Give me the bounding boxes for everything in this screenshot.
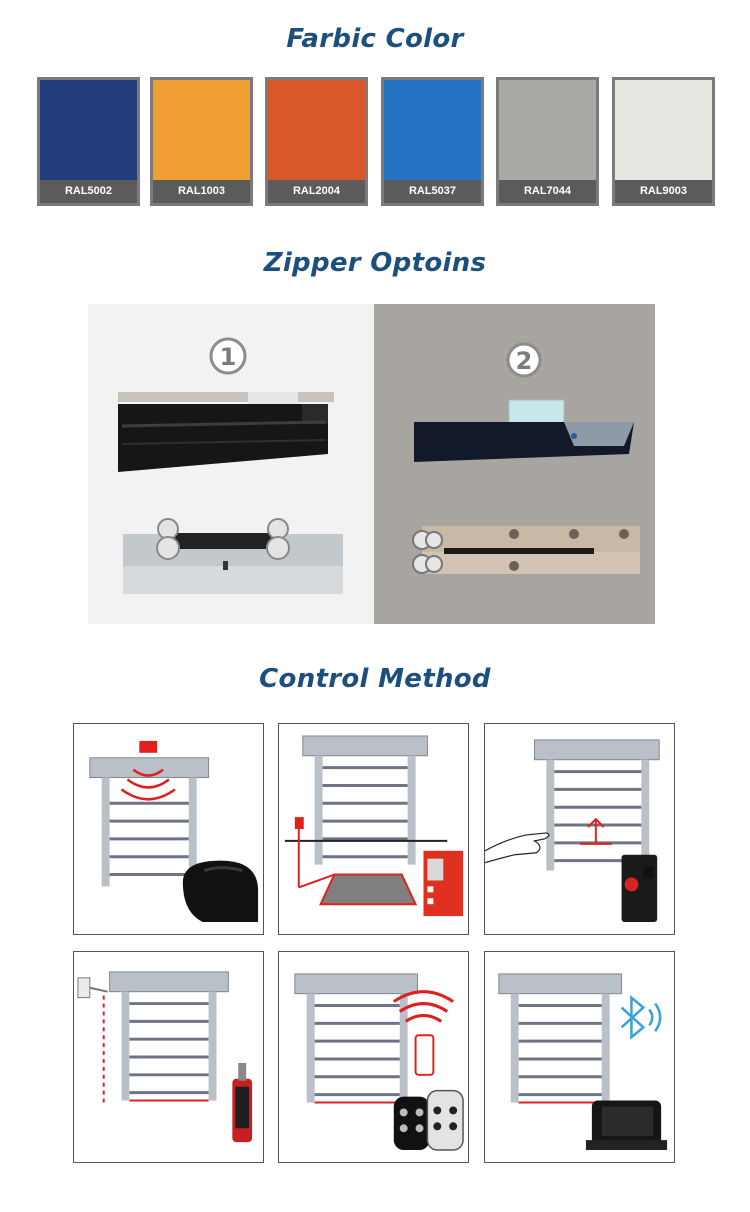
control-method-remote-control[interactable]: [278, 951, 469, 1163]
hand-push-button-icon: [485, 739, 660, 923]
control-method-ground-loop[interactable]: [278, 723, 469, 935]
pull-switch-icon: [77, 971, 253, 1143]
swatch-ral2004[interactable]: RAL2004: [265, 77, 368, 206]
zipper-option-1-panel[interactable]: 1: [88, 304, 374, 624]
swatch-color: [40, 80, 137, 183]
swatch-color: [615, 80, 712, 183]
control-method-pull-switch[interactable]: [73, 951, 264, 1163]
swatch-ral9003[interactable]: RAL9003: [612, 77, 715, 206]
swatch-ral5002[interactable]: RAL5002: [37, 77, 140, 206]
control-method-bluetooth[interactable]: [484, 951, 675, 1163]
zipper-option-number: 2: [516, 347, 533, 375]
swatch-color: [268, 80, 365, 183]
bluetooth-icon: [498, 973, 668, 1151]
remote-control-icon: [294, 973, 464, 1151]
ground-loop-detector-icon: [284, 735, 464, 917]
control-method-radar-sensor[interactable]: [73, 723, 264, 935]
zipper-option-2-panel[interactable]: 2: [374, 304, 655, 624]
swatch-label: RAL7044: [499, 180, 596, 203]
swatch-color: [384, 80, 481, 183]
swatch-label: RAL9003: [615, 180, 712, 203]
swatch-ral7044[interactable]: RAL7044: [496, 77, 599, 206]
control-method-push-button[interactable]: [484, 723, 675, 935]
swatch-label: RAL1003: [153, 180, 250, 203]
zipper-option-number: 1: [220, 343, 237, 371]
swatch-ral1003[interactable]: RAL1003: [150, 77, 253, 206]
radar-sensor-icon: [89, 740, 259, 923]
swatch-label: RAL5037: [384, 180, 481, 203]
swatch-label: RAL2004: [268, 180, 365, 203]
swatch-label: RAL5002: [40, 180, 137, 203]
control-method-title: Control Method: [259, 664, 491, 694]
swatch-color: [499, 80, 596, 183]
swatch-color: [153, 80, 250, 183]
swatch-ral5037[interactable]: RAL5037: [381, 77, 484, 206]
fabric-color-title: Farbic Color: [286, 24, 464, 54]
zipper-option-1-illustration: 1: [88, 304, 374, 624]
zipper-options-title: Zipper Optoins: [263, 248, 487, 278]
zipper-option-2-illustration: 2: [374, 304, 655, 624]
